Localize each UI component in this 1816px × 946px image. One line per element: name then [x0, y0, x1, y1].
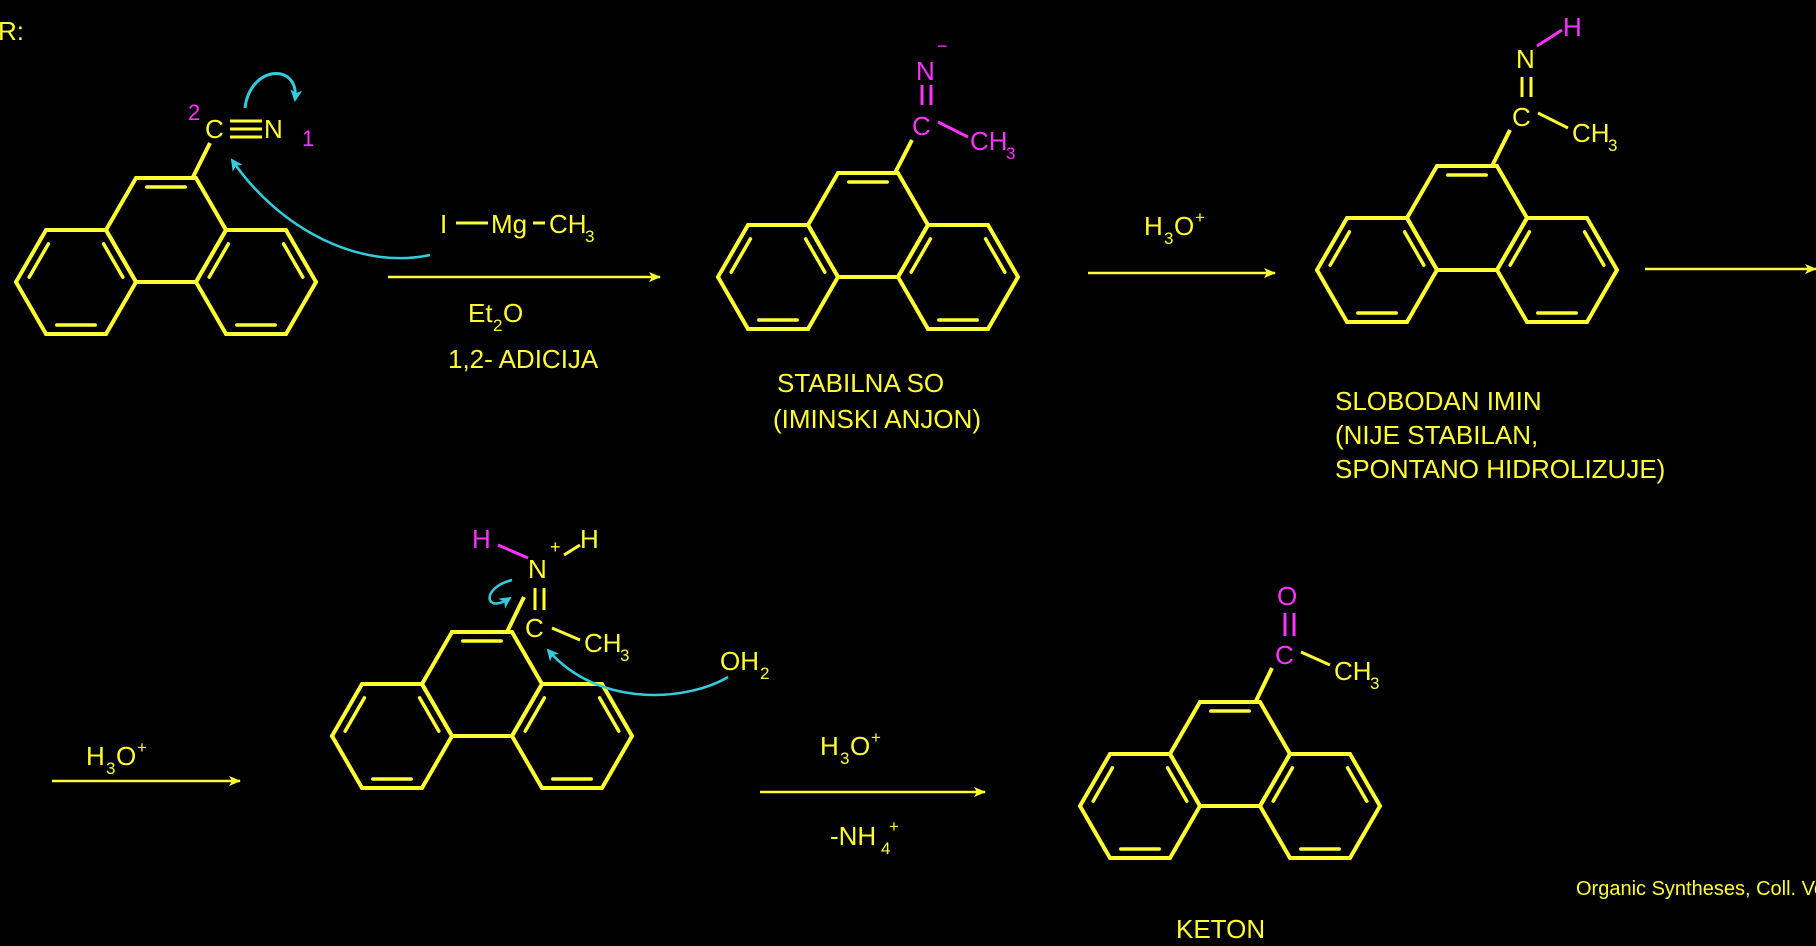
atom-c-nitrile: C	[205, 114, 224, 144]
atom-n-2: N	[916, 56, 935, 86]
h3o-part-sub: 3	[1164, 229, 1173, 248]
iminium-group: C N + H H CH 3	[472, 524, 629, 665]
curved-arrow-icon	[243, 72, 303, 109]
h3o-part-sup: +	[1195, 208, 1205, 227]
h3o-part-sup: +	[871, 728, 881, 747]
phenanthrene-1	[14, 176, 318, 336]
ketone-group: C O CH 3	[1253, 581, 1379, 704]
imine-label-line3: SPONTANO HIDROLIZUJE)	[1335, 454, 1665, 484]
imine-label-line2: (NIJE STABILAN,	[1335, 420, 1538, 450]
solvent-tail: O	[503, 298, 523, 328]
solvent: Et 2 O	[468, 298, 523, 335]
atom-n-4: N	[528, 554, 547, 584]
atom-mg: Mg	[491, 209, 527, 239]
atom-c-4: C	[525, 613, 544, 643]
atom-c-3: C	[1512, 102, 1531, 132]
sub-3-5: 3	[1370, 674, 1379, 693]
sub-2: 2	[760, 664, 769, 683]
addition-note: 1,2- ADICIJA	[448, 344, 599, 374]
phenanthrene-5	[1078, 700, 1382, 860]
imine-label-line1: SLOBODAN IMIN	[1335, 386, 1542, 416]
atom-h-3: H	[1563, 12, 1582, 42]
subscript-3: 3	[585, 227, 594, 246]
h3o-part-sub: 3	[106, 759, 115, 778]
h3o-part-O: O	[850, 731, 870, 761]
h3o-part-H: H	[86, 741, 105, 771]
sub-3-2: 3	[1006, 144, 1015, 163]
h3o-part-H: H	[1144, 211, 1163, 241]
nh4-sup: +	[889, 817, 899, 836]
grignard-reagent: I Mg CH 3	[440, 209, 594, 246]
water-attack-arrow-icon	[546, 648, 729, 697]
proton-curved-arrow-icon	[488, 578, 513, 609]
h3o-part-H: H	[820, 731, 839, 761]
atom-c-5: C	[1275, 640, 1294, 670]
product1-label-line1: STABILNA SO	[777, 368, 944, 398]
atom-ch-4: CH	[584, 628, 622, 658]
charge-minus: −	[937, 36, 948, 56]
imine-group: C N H CH 3	[1490, 12, 1617, 167]
phenanthrene-2	[716, 171, 1020, 331]
iminoanion-group: C N − CH 3	[893, 36, 1015, 174]
sub-3-4: 3	[620, 646, 629, 665]
atom-n-3: N	[1516, 44, 1535, 74]
locant-1: 1	[302, 126, 314, 151]
h3o-part-O: O	[1174, 211, 1194, 241]
atom-o-5: O	[1277, 581, 1297, 611]
h3o-part-sub: 3	[840, 749, 849, 768]
atom-c-2: C	[912, 111, 931, 141]
ring-systems	[14, 164, 1619, 860]
locant-2: 2	[188, 100, 200, 125]
h3o-part-O: O	[116, 741, 136, 771]
h3o-part-sup: +	[137, 738, 147, 757]
solvent-main: Et	[468, 298, 493, 328]
ketone-label: KETON	[1176, 914, 1265, 944]
atom-ch-2: CH	[970, 126, 1008, 156]
ammonium: -NH 4 +	[830, 817, 899, 858]
sub-3-3: 3	[1608, 136, 1617, 155]
atom-ch-5: CH	[1334, 656, 1372, 686]
solvent-sub: 2	[493, 316, 502, 335]
water: OH 2	[720, 646, 769, 683]
header-label: R:	[0, 16, 24, 46]
nucleophile-attack-arrow-icon	[230, 158, 431, 260]
nh4-sub: 4	[881, 839, 890, 858]
nh4-main: -NH	[830, 821, 876, 851]
atom-ch-3: CH	[1572, 118, 1610, 148]
product1-label-line2: (IMINSKI ANJON)	[773, 404, 981, 434]
atom-h-4a: H	[472, 524, 491, 554]
atom-ch: CH	[549, 209, 587, 239]
atom-i: I	[440, 209, 447, 239]
charge-plus: +	[550, 537, 561, 557]
atom-oh: OH	[720, 646, 759, 676]
phenanthrene-3	[1315, 164, 1619, 324]
nitrile-group: C N 2 1	[188, 72, 314, 178]
atom-n-nitrile: N	[264, 114, 283, 144]
atom-h-4b: H	[580, 524, 599, 554]
phenanthrene-4	[330, 630, 634, 790]
reference-note: Organic Syntheses, Coll. Vol.	[1576, 878, 1816, 900]
